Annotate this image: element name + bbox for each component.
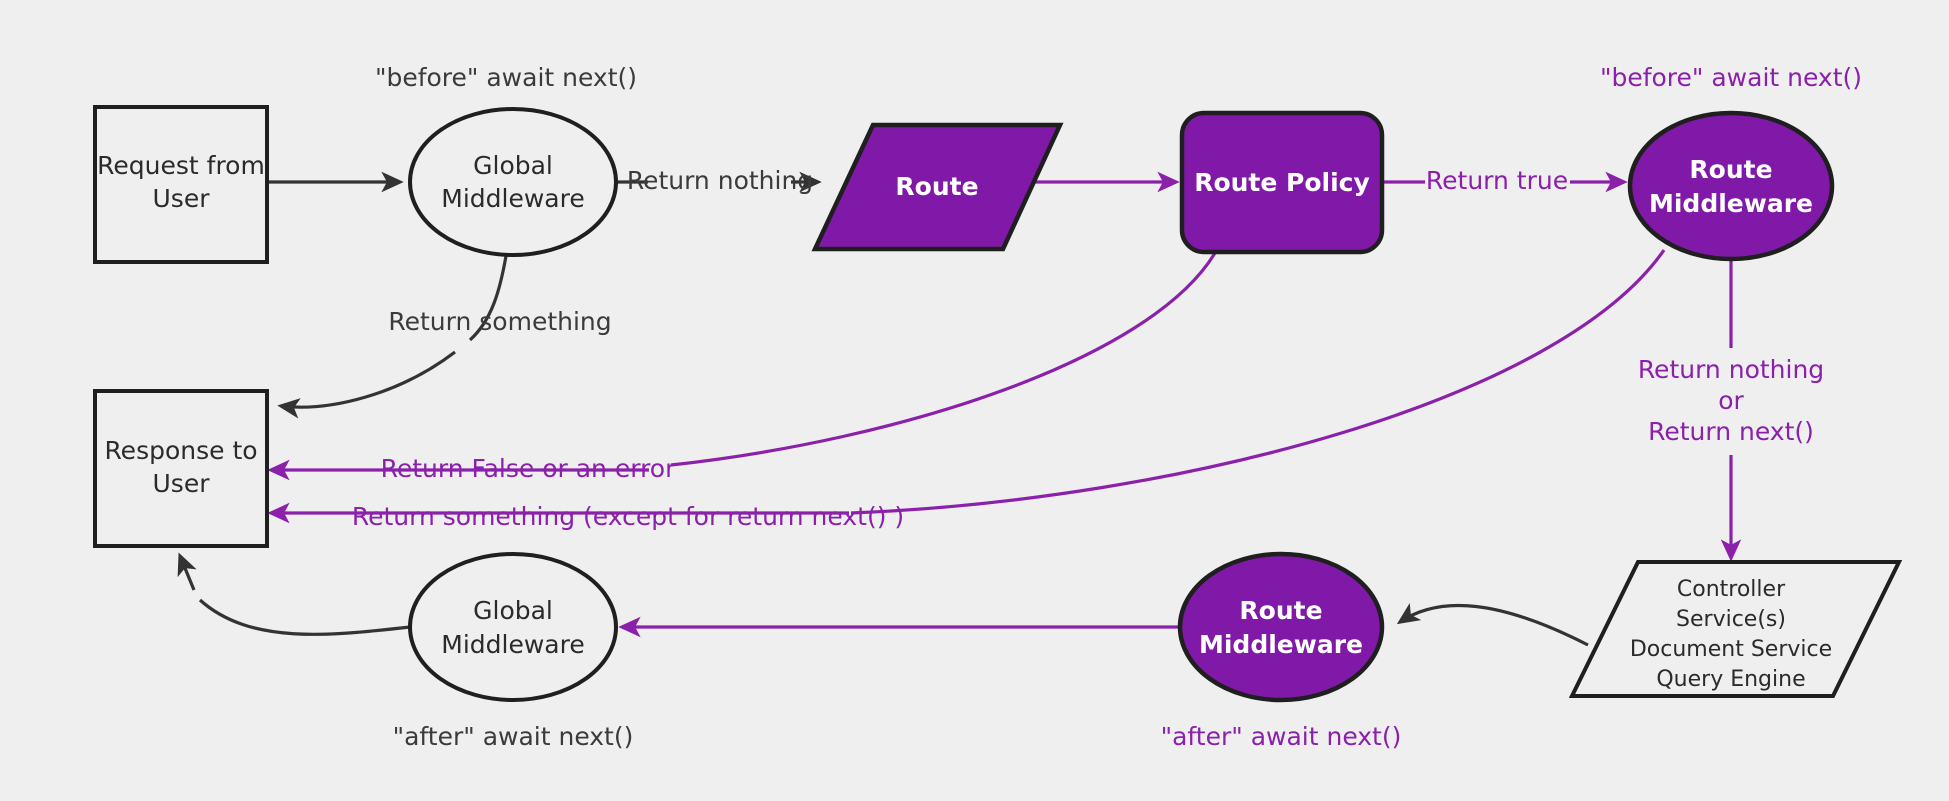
annotation-after-await-next-global: "after" await next() bbox=[393, 722, 634, 751]
route-shape bbox=[811, 122, 1064, 252]
edge-policy-return-false-curve bbox=[670, 252, 1217, 467]
request-from-user-label-line1: Request from bbox=[97, 151, 265, 180]
global-middleware-bottom-shape bbox=[408, 552, 618, 702]
controller-stack-label-line2: Service(s) bbox=[1676, 607, 1786, 632]
route-middleware-bottom-shape bbox=[1177, 551, 1385, 703]
node-route-middleware-top[interactable]: Route Middleware bbox=[1627, 110, 1835, 262]
edge-label-return-something-global: Return something bbox=[388, 307, 611, 336]
edge-label-return-something-except-next: Return something (except for return next… bbox=[352, 502, 904, 531]
response-to-user-shape bbox=[93, 389, 269, 548]
edge-global-return-something-lower bbox=[277, 350, 456, 419]
response-to-user-label-line2: User bbox=[153, 469, 211, 498]
edge-label-return-true: Return true bbox=[1426, 166, 1568, 195]
annotation-before-await-next-global: "before" await next() bbox=[375, 63, 637, 92]
controller-stack-label-line1: Controller bbox=[1677, 577, 1786, 602]
edge-label-or: or bbox=[1718, 386, 1744, 415]
edge-global-bottom-to-response-curve bbox=[198, 598, 411, 636]
node-route[interactable]: Route bbox=[811, 122, 1064, 252]
annotation-before-await-next-route: "before" await next() bbox=[1600, 63, 1862, 92]
route-middleware-top-label-line2: Middleware bbox=[1649, 189, 1813, 218]
global-middleware-bottom-label-line1: Global bbox=[473, 596, 553, 625]
edge-controller-to-routemw-bottom bbox=[1396, 603, 1589, 647]
edge-label-return-nothing-global: Return nothing bbox=[627, 166, 813, 195]
global-middleware-top-shape bbox=[408, 107, 618, 257]
node-request-from-user[interactable]: Request from User bbox=[93, 105, 269, 264]
route-middleware-top-shape bbox=[1627, 110, 1835, 262]
edge-label-return-next: Return next() bbox=[1648, 417, 1814, 446]
node-route-policy[interactable]: Route Policy bbox=[1179, 110, 1385, 255]
route-middleware-bottom-label-line1: Route bbox=[1239, 596, 1322, 625]
response-to-user-label-line1: Response to bbox=[104, 436, 257, 465]
controller-stack-label-line4: Query Engine bbox=[1656, 667, 1805, 692]
edge-label-return-nothing-route: Return nothing bbox=[1638, 355, 1824, 384]
route-middleware-top-label-line1: Route bbox=[1689, 155, 1772, 184]
request-from-user-label-line2: User bbox=[153, 184, 211, 213]
node-response-to-user[interactable]: Response to User bbox=[93, 389, 269, 548]
annotation-after-await-next-route: "after" await next() bbox=[1161, 722, 1402, 751]
global-middleware-top-label-line1: Global bbox=[473, 151, 553, 180]
edge-global-return-something-upper bbox=[468, 255, 508, 342]
global-middleware-top-label-line2: Middleware bbox=[441, 184, 584, 213]
node-route-middleware-bottom[interactable]: Route Middleware bbox=[1177, 551, 1385, 703]
controller-stack-label-line3: Document Service bbox=[1630, 637, 1832, 662]
route-policy-shape bbox=[1179, 110, 1385, 255]
route-policy-label: Route Policy bbox=[1194, 168, 1370, 197]
route-middleware-bottom-label-line2: Middleware bbox=[1199, 630, 1363, 659]
edge-label-return-false-or-error: Return False or an error bbox=[381, 454, 676, 483]
request-from-user-shape bbox=[93, 105, 269, 264]
node-controller-stack[interactable]: Controller Service(s) Document Service Q… bbox=[1568, 560, 1903, 698]
node-global-middleware-bottom[interactable]: Global Middleware bbox=[408, 552, 618, 702]
route-label: Route bbox=[895, 172, 978, 201]
edge-routemw-return-something-curve bbox=[850, 249, 1666, 515]
edge-global-bottom-to-response-arrow bbox=[177, 552, 197, 591]
global-middleware-bottom-label-line2: Middleware bbox=[441, 630, 584, 659]
controller-stack-shape bbox=[1568, 560, 1903, 698]
node-global-middleware-top[interactable]: Global Middleware bbox=[408, 107, 618, 257]
